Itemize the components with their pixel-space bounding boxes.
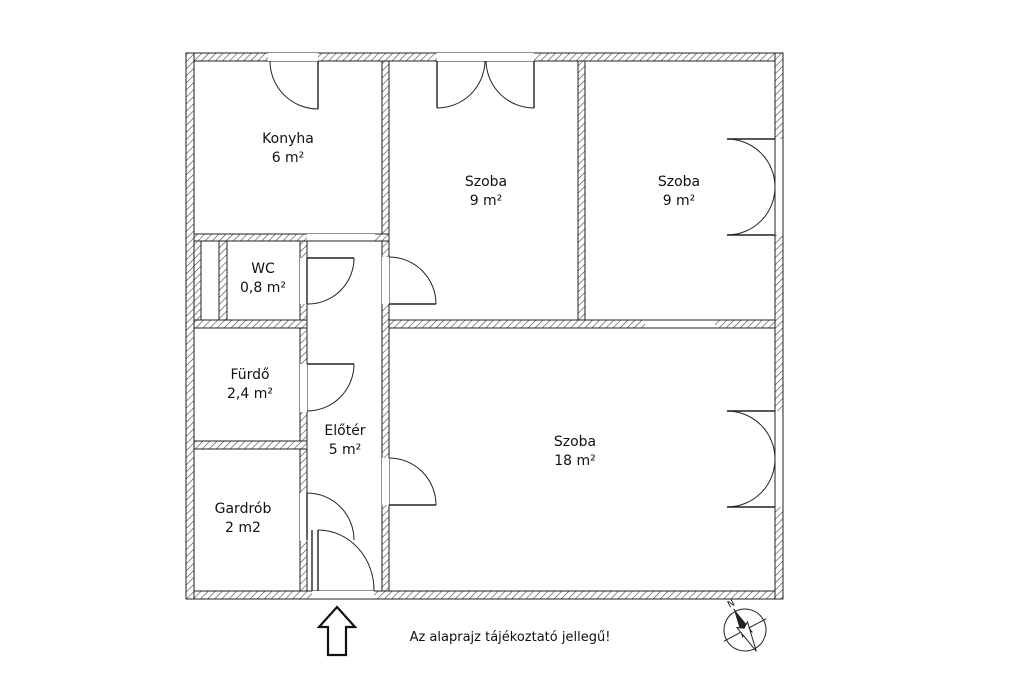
room-area-eloter: 5 m² <box>329 442 362 458</box>
room-area-szoba-3: 18 m² <box>554 453 596 469</box>
room-area-wc: 0,8 m² <box>240 280 286 296</box>
compass-letter: N <box>726 598 737 610</box>
disclaimer-note: Az alaprajz tájékoztató jellegű! <box>410 630 611 645</box>
wall-openings <box>268 53 783 599</box>
room-area-szoba-2: 9 m² <box>663 193 696 209</box>
opening-lines <box>307 139 784 600</box>
room-area-konyha: 6 m² <box>272 150 305 166</box>
room-area-szoba-1: 9 m² <box>470 193 503 209</box>
room-name-konyha: Konyha <box>262 131 314 147</box>
room-name-gardrob: Gardrób <box>215 501 272 517</box>
room-area-gardrob: 2 m2 <box>225 520 261 536</box>
room-area-furdo: 2,4 m² <box>227 386 273 402</box>
room-name-szoba-3: Szoba <box>554 434 596 450</box>
room-labels: Konyha 6 m² Szoba 9 m² Szoba 9 m² WC 0,8… <box>215 131 701 536</box>
room-name-wc: WC <box>251 261 275 277</box>
doors <box>269 60 776 592</box>
compass-icon: N <box>723 598 767 652</box>
room-name-szoba-1: Szoba <box>465 174 507 190</box>
room-name-szoba-2: Szoba <box>658 174 700 190</box>
room-name-eloter: Előtér <box>324 423 365 439</box>
entrance-arrow-icon <box>316 605 358 657</box>
room-name-furdo: Fürdő <box>230 367 269 383</box>
interior-walls <box>193 60 776 592</box>
